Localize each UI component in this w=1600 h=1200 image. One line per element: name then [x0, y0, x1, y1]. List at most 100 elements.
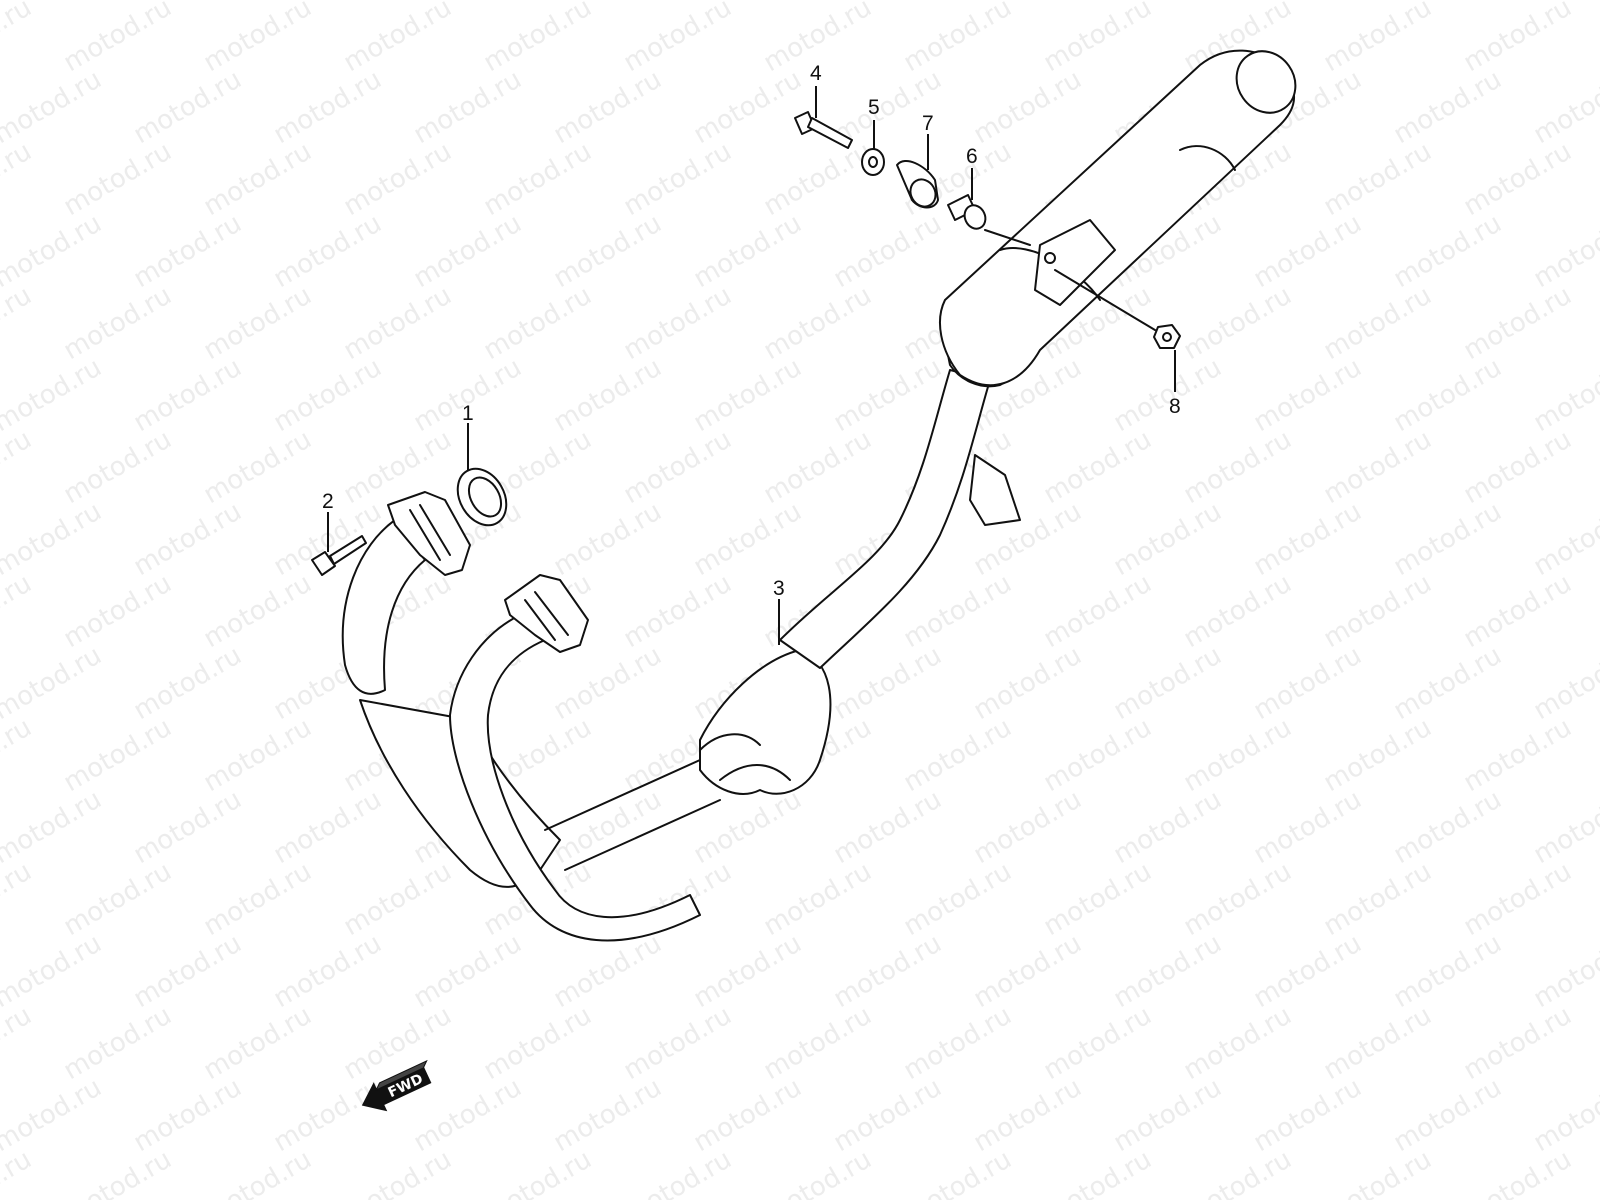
watermark-text: motod.ru [1389, 1072, 1507, 1158]
watermark-text: motod.ru [269, 208, 387, 294]
watermark-text: motod.ru [549, 496, 667, 582]
watermark-text: motod.ru [1249, 1072, 1367, 1158]
nut-part-8 [1153, 324, 1181, 349]
watermark-text: motod.ru [0, 352, 107, 438]
watermark-text: motod.ru [759, 856, 877, 942]
watermark-text: motod.ru [0, 928, 107, 1014]
watermark-text: motod.ru [59, 1000, 177, 1086]
watermark-text: motod.ru [1249, 928, 1367, 1014]
watermark-text: motod.ru [269, 928, 387, 1014]
watermark-text: motod.ru [549, 352, 667, 438]
watermark-text: motod.ru [0, 1072, 107, 1158]
watermark-text: motod.ru [689, 928, 807, 1014]
watermark-text: motod.ru [0, 0, 37, 78]
watermark-text: motod.ru [1249, 352, 1367, 438]
watermark-text: motod.ru [1319, 0, 1437, 78]
fwd-arrow-icon [361, 1066, 432, 1112]
watermark-text: motod.ru [759, 1000, 877, 1086]
watermark-text: motod.ru [199, 712, 317, 798]
watermark-text: motod.ru [1109, 784, 1227, 870]
watermark-text: motod.ru [0, 64, 107, 150]
watermark-text: motod.ru [0, 1144, 37, 1200]
watermark-text: motod.ru [269, 352, 387, 438]
watermark-text: motod.ru [0, 136, 37, 222]
watermark-text: motod.ru [199, 0, 317, 78]
watermark-text: motod.ru [969, 1072, 1087, 1158]
washer-part-5 [861, 148, 885, 176]
watermark-text: motod.ru [1249, 208, 1367, 294]
watermark-text: motod.ru [59, 568, 177, 654]
watermark-text: motod.ru [479, 1144, 597, 1200]
watermark-text: motod.ru [59, 712, 177, 798]
watermark-text: motod.ru [1179, 1000, 1297, 1086]
watermark-text: motod.ru [1249, 784, 1367, 870]
bolt-part-4 [794, 111, 853, 149]
watermark-text: motod.ru [1529, 352, 1600, 438]
watermark-text: motod.ru [409, 64, 527, 150]
watermark-text: motod.ru [0, 280, 37, 366]
watermark-text: motod.ru [1039, 0, 1157, 78]
callout-2: 2 [322, 490, 334, 513]
watermark-text: motod.ru [479, 280, 597, 366]
watermark-text: motod.ru [829, 352, 947, 438]
watermark-text: motod.ru [1319, 136, 1437, 222]
grommet-part-7 [896, 160, 939, 209]
watermark-text: motod.ru [1109, 352, 1227, 438]
watermark-text: motod.ru [689, 1072, 807, 1158]
watermark-text: motod.ru [969, 64, 1087, 150]
watermark-text: motod.ru [969, 928, 1087, 1014]
watermark-text: motod.ru [1389, 64, 1507, 150]
watermark-text: motod.ru [59, 0, 177, 78]
watermark-text: motod.ru [759, 1144, 877, 1200]
watermark-text: motod.ru [1529, 64, 1600, 150]
watermark-text: motod.ru [549, 64, 667, 150]
watermark-text: motod.ru [269, 784, 387, 870]
watermark-text: motod.ru [199, 568, 317, 654]
watermark-text: motod.ru [829, 928, 947, 1014]
watermark-text: motod.ru [619, 568, 737, 654]
watermark-text: motod.ru [0, 208, 107, 294]
mount-guide-line-upper [984, 229, 1031, 246]
watermark-text: motod.ru [129, 640, 247, 726]
watermark-text: motod.ru [689, 784, 807, 870]
watermark-text: motod.ru [619, 1144, 737, 1200]
watermark-text: motod.ru [1529, 928, 1600, 1014]
watermark-text: motod.ru [549, 640, 667, 726]
watermark-text: motod.ru [479, 1000, 597, 1086]
watermark-text: motod.ru [339, 136, 457, 222]
watermark-text: motod.ru [1249, 640, 1367, 726]
callout-3: 3 [773, 577, 785, 600]
watermark-text: motod.ru [409, 928, 527, 1014]
watermark-text: motod.ru [339, 1144, 457, 1200]
watermark-text: motod.ru [689, 496, 807, 582]
muffler [939, 49, 1297, 387]
watermark-text: motod.ru [129, 64, 247, 150]
watermark-text: motod.ru [829, 640, 947, 726]
exhaust-port-flange-left [387, 491, 471, 576]
fwd-direction-arrow: FWD [361, 1059, 432, 1112]
watermark-text: motod.ru [1529, 784, 1600, 870]
watermark-text: motod.ru [1109, 1072, 1227, 1158]
watermark-text: motod.ru [1179, 856, 1297, 942]
watermark-text: motod.ru [1459, 424, 1577, 510]
watermark-text: motod.ru [1179, 1144, 1297, 1200]
callout-1: 1 [462, 402, 474, 425]
watermark-text: motod.ru [1389, 208, 1507, 294]
watermark-text: motod.ru [1319, 1144, 1437, 1200]
watermark-text: motod.ru [1319, 856, 1437, 942]
watermark-text: motod.ru [0, 496, 107, 582]
watermark-text: motod.ru [1459, 136, 1577, 222]
watermark-text: motod.ru [59, 280, 177, 366]
watermark-text: motod.ru [59, 1144, 177, 1200]
watermark-text: motod.ru [549, 1072, 667, 1158]
watermark-text: motod.ru [59, 424, 177, 510]
callout-5: 5 [868, 96, 880, 119]
watermark-text: motod.ru [1389, 352, 1507, 438]
watermark-text: motod.ru [899, 712, 1017, 798]
watermark-text: motod.ru [1459, 1144, 1577, 1200]
watermark-text: motod.ru [829, 208, 947, 294]
watermark-text: motod.ru [1459, 280, 1577, 366]
watermark-text: motod.ru [199, 856, 317, 942]
